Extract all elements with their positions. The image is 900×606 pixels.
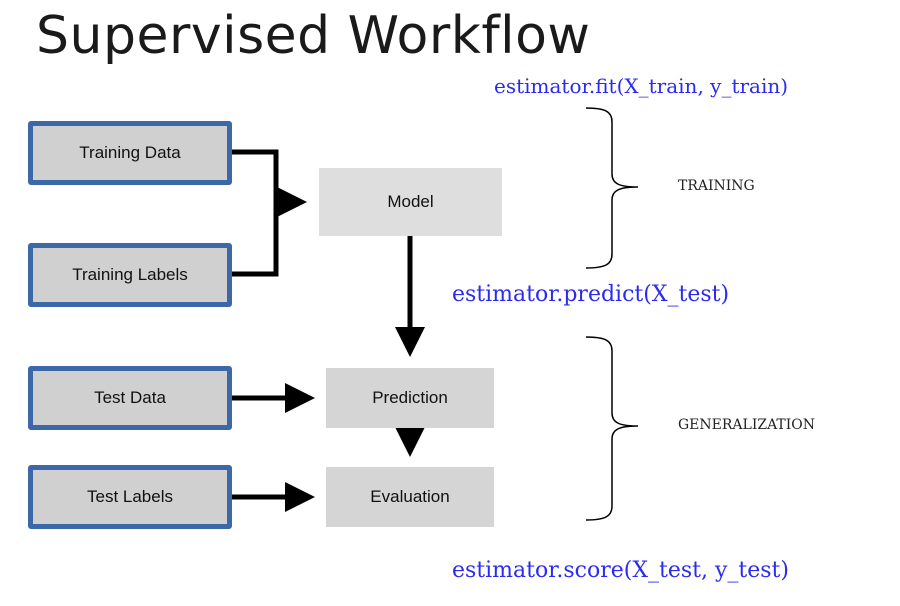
prediction-label: Prediction [372,388,448,407]
page-title: Supervised Workflow [36,6,591,66]
generalization-brace [585,336,639,521]
model-box: Model [319,168,502,236]
predict-code-label: estimator.predict(X_test) [452,282,730,307]
prediction-box: Prediction [326,368,494,428]
score-code-label: estimator.score(X_test, y_test) [452,558,789,583]
training-labels-label: Training Labels [72,265,188,284]
fit-code-label: estimator.fit(X_train, y_train) [494,74,789,98]
training-data-label: Training Data [79,143,181,162]
test-data-label: Test Data [94,388,166,407]
training-data-box: Training Data [28,121,232,185]
test-labels-label: Test Labels [87,487,173,506]
model-label: Model [387,192,434,211]
generalization-phase-label: GENERALIZATION [678,417,816,433]
training-brace [585,107,639,269]
training-phase-label: TRAINING [678,178,755,194]
training-data-connector [232,149,279,277]
evaluation-label: Evaluation [370,487,450,506]
evaluation-box: Evaluation [326,467,494,527]
training-labels-box: Training Labels [28,243,232,307]
test-labels-box: Test Labels [28,465,232,529]
test-data-box: Test Data [28,366,232,430]
